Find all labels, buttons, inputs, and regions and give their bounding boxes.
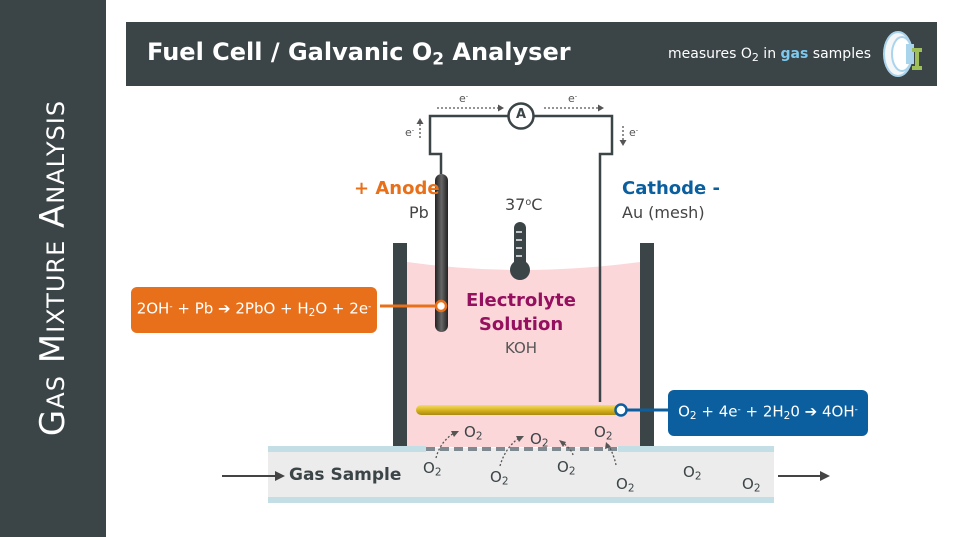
ammeter-icon (507, 102, 535, 130)
anode-material: Pb (409, 203, 429, 222)
electron-label: e- (405, 126, 415, 139)
circuit-wire (428, 114, 508, 174)
gas-channel-top-wall-left (268, 446, 426, 452)
electrolyte-label: Electrolyte Solution (466, 290, 576, 335)
anode-electrode (435, 174, 448, 332)
anode-title: + Anode (354, 178, 440, 199)
circuit-wire (534, 114, 614, 402)
o2-molecule: O2 (683, 463, 702, 483)
electrolyte-formula: KOH (504, 339, 538, 357)
sensor-logo-icon (883, 31, 922, 77)
cathode-equation-box: O2 + 4e- + 2H20 ➔ 4OH- (668, 390, 868, 437)
container-wall-left (393, 243, 407, 448)
cathode-mesh (416, 405, 622, 415)
temperature-label: 37oC (505, 195, 543, 214)
electron-label: e- (568, 92, 578, 105)
o2-molecule: O2 (616, 475, 635, 495)
o2-molecule: O2 (423, 459, 442, 479)
cathode-title: Cathode - (622, 178, 720, 199)
gas-channel-top-wall-right (618, 446, 774, 452)
anode-equation-box: 2OH- + Pb ➔ 2PbO + H2O + 2e- (131, 287, 377, 334)
container-wall-right (640, 243, 654, 448)
gas-channel (268, 448, 774, 503)
thermometer-icon (510, 222, 530, 280)
electron-label: e- (459, 92, 469, 105)
o2-molecule: O2 (742, 475, 761, 495)
electron-label: e- (629, 126, 639, 139)
o2-molecule: O2 (557, 458, 576, 478)
gas-channel-bottom-wall (268, 497, 774, 503)
header-bar: Fuel Cell / Galvanic O2 Analyser measure… (126, 22, 937, 86)
ammeter-label: A (516, 107, 527, 122)
o2-molecule: O2 (530, 430, 549, 450)
o2-molecule: O2 (464, 423, 483, 443)
header-tagline: measures O2 in gas samples (668, 46, 871, 64)
electrolyte-fill (407, 262, 640, 447)
page-title: Fuel Cell / Galvanic O2 Analyser (147, 38, 571, 70)
sidebar-panel: Gas Mixture Analysis (0, 0, 106, 537)
o2-molecule: O2 (490, 468, 509, 488)
gas-sample-label: Gas Sample (289, 465, 402, 485)
cathode-material: Au (mesh) (622, 203, 705, 222)
o2-molecule: O2 (594, 423, 613, 443)
